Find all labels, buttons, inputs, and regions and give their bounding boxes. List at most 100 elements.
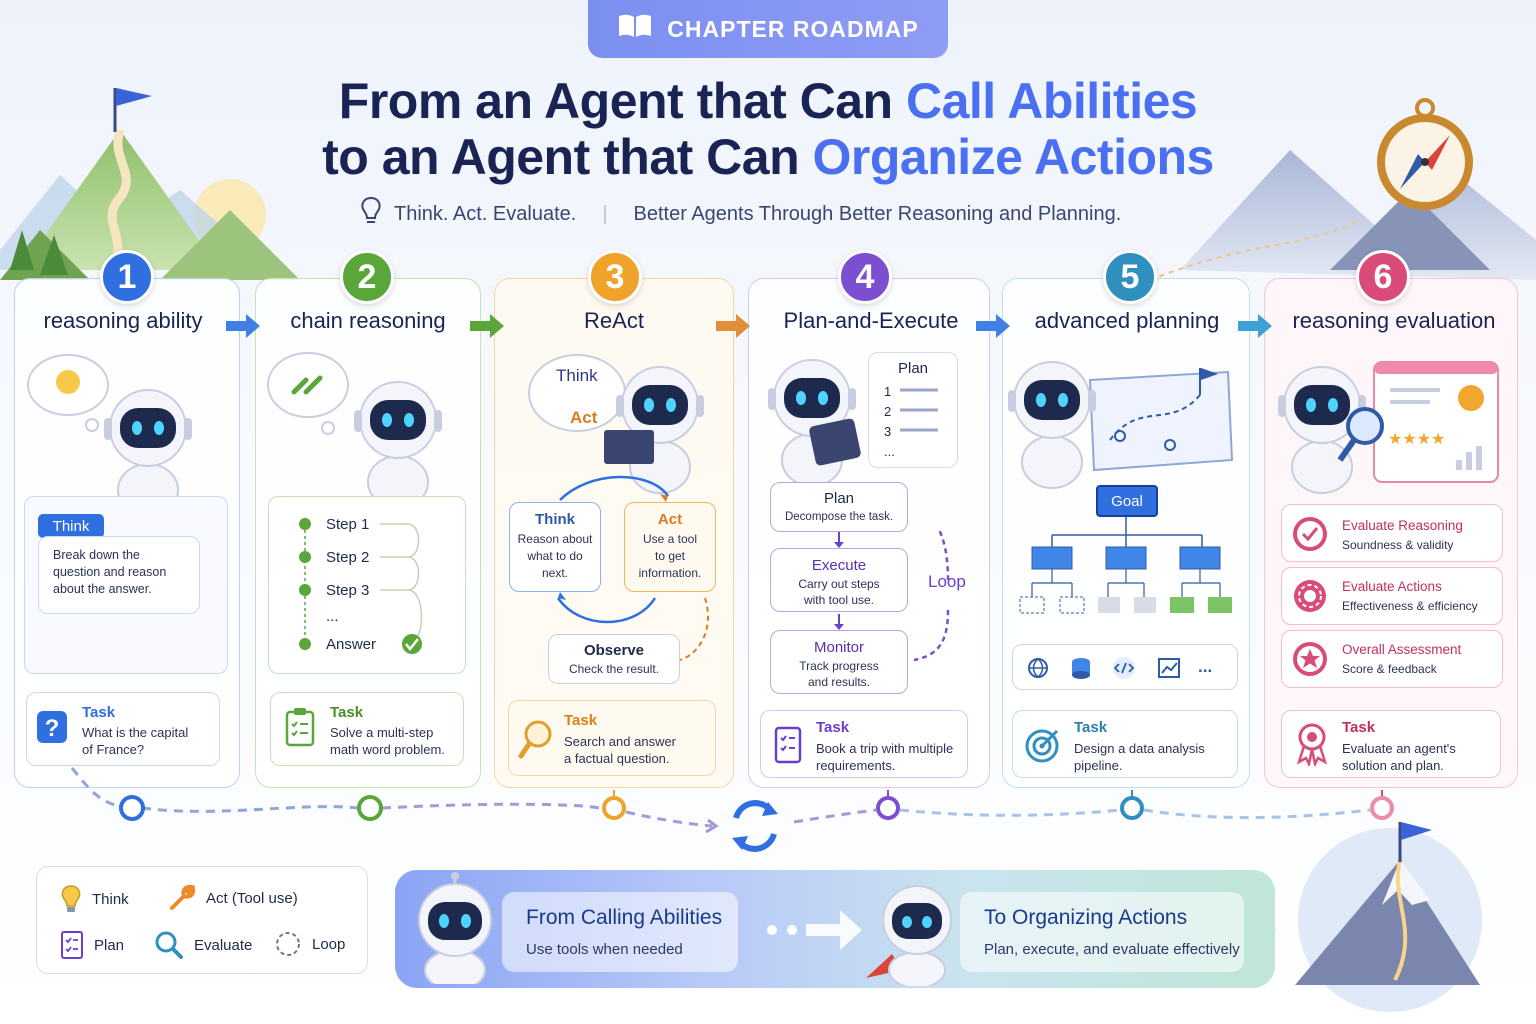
- loop-icon: [276, 932, 300, 956]
- timeline-node: [119, 795, 145, 821]
- execute-step-title: Execute: [811, 557, 867, 574]
- eval-reasoning-text: Soundness & validity: [1342, 538, 1454, 552]
- react-act-title: Act: [657, 511, 683, 528]
- superhero-robot-icon: [866, 885, 952, 986]
- stage-number-3: 3: [588, 250, 642, 304]
- robot-icon: [418, 872, 492, 984]
- legend-loop: Loop: [274, 930, 345, 958]
- task-box-5: [1012, 710, 1238, 778]
- legend-think-label: Think: [92, 890, 129, 908]
- legend-evaluate-label: Evaluate: [194, 936, 253, 954]
- eval-actions-title: Evaluate Actions: [1342, 579, 1442, 594]
- stage-number-1: 1: [100, 250, 154, 304]
- legend-act-label: Act (Tool use): [206, 889, 298, 907]
- refresh-cycle-icon: [732, 800, 778, 852]
- execute-step-text: Carry out steps with tool use.: [798, 577, 880, 607]
- timeline-node: [357, 795, 383, 821]
- from-calling-subtitle: Use tools when needed: [526, 941, 683, 958]
- legend-think: Think: [60, 884, 129, 914]
- loop-label: Loop: [928, 572, 966, 591]
- legend-evaluate: Evaluate: [154, 930, 252, 960]
- target-icon: [1025, 729, 1059, 763]
- code-icon: [1113, 657, 1135, 679]
- chapter-roadmap-label: CHAPTER ROADMAP: [667, 15, 919, 42]
- banner-arrow-tip: [1240, 870, 1276, 988]
- step-chain-diagram: [299, 518, 423, 654]
- stage-title-5: advanced planning: [1034, 308, 1220, 333]
- stage-title-6: reasoning evaluation: [1292, 308, 1496, 333]
- question-icon: ?: [37, 711, 67, 743]
- subtitle: Think. Act. Evaluate. | Better Agents Th…: [360, 196, 1180, 232]
- stage-number-2: 2: [340, 250, 394, 304]
- checklist-icon: [61, 931, 83, 959]
- bubble-act-label: Act: [570, 408, 598, 427]
- progress-arrow-icon: [767, 910, 862, 950]
- eval-icons: [1293, 517, 1327, 676]
- task-label-4: Task: [816, 719, 850, 736]
- arrow-right-icon: [1238, 314, 1272, 338]
- legend-plan-label: Plan: [94, 936, 125, 954]
- magnifier-icon: [155, 931, 183, 959]
- task-label-1: Task: [82, 704, 116, 721]
- robot-icon: [267, 352, 443, 509]
- clipboard-icon: [285, 708, 315, 747]
- robot-icon: [528, 354, 705, 494]
- lightbulb-icon: [360, 196, 382, 232]
- task-box-4: [760, 710, 968, 778]
- plan-step-box: [770, 482, 908, 532]
- task-box-6: [1281, 710, 1501, 778]
- legend-act: Act (Tool use): [168, 884, 298, 912]
- task-label-2: Task: [330, 704, 364, 721]
- subtitle-divider: |: [602, 202, 608, 225]
- legend-plan: Plan: [60, 930, 124, 960]
- robot-icon: ★★★★: [1277, 361, 1499, 494]
- checklist-icon: [774, 726, 802, 764]
- tool-icons-bar: [1012, 644, 1238, 690]
- stage-1-think-text: Break down the question and reason about…: [53, 548, 167, 596]
- svg-text:★★★★: ★★★★: [1388, 429, 1445, 448]
- plan-step-title: Plan: [823, 490, 855, 507]
- react-cycle-arrows: [556, 475, 709, 661]
- title-line-2-highlight: Organize Actions: [812, 129, 1215, 185]
- award-ribbon-icon: [1296, 723, 1328, 766]
- step-ellipsis: ...: [326, 608, 339, 625]
- task-label-3: Task: [564, 712, 598, 729]
- plan-card-title: Plan: [897, 360, 929, 377]
- globe-icon: [1028, 658, 1048, 678]
- subtitle-right: Better Agents Through Better Reasoning a…: [633, 202, 1122, 225]
- legend-loop-label: Loop: [312, 935, 346, 953]
- arrow-right-icon: [226, 314, 260, 338]
- roadmap-timeline: [70, 767, 1394, 852]
- stage-number-4: 4: [838, 250, 892, 304]
- stage-title-4: Plan-and-Execute: [783, 308, 959, 333]
- arrow-right-icon: [976, 314, 1010, 338]
- svg-text:?: ?: [45, 715, 60, 742]
- from-calling-card: [502, 892, 738, 972]
- wrench-icon: [170, 884, 196, 910]
- goal-tree-diagram: [1019, 517, 1232, 614]
- chart-icon: [1158, 658, 1180, 678]
- magnifier-icon: [518, 720, 552, 759]
- monitor-step-box: [770, 630, 908, 694]
- book-icon: [617, 13, 653, 45]
- react-observe-title: Observe: [583, 642, 645, 659]
- compass-icon: [1377, 98, 1473, 210]
- title-line-2-text: to an Agent that Can: [322, 129, 813, 185]
- task-box-2: [270, 692, 464, 766]
- timeline-node: [602, 790, 626, 820]
- stage-title-3: ReAct: [584, 308, 644, 333]
- eval-reasoning-title: Evaluate Reasoning: [1342, 518, 1463, 533]
- react-observe-text: Check the result.: [568, 662, 660, 676]
- gear-icon: [1294, 580, 1326, 612]
- title-line-1: From an Agent that Can Call Abilities: [0, 72, 1536, 130]
- eval-overall-title: Overall Assessment: [1342, 642, 1462, 657]
- legend: [36, 866, 368, 974]
- robot-icon: [767, 359, 861, 487]
